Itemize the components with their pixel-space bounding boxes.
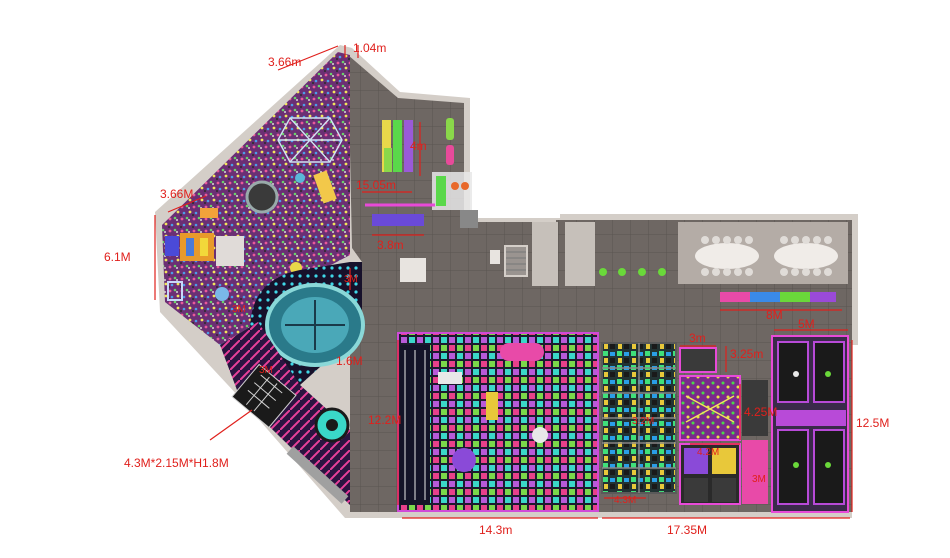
stair-room xyxy=(400,210,595,286)
dim-small-court: 3M xyxy=(259,365,273,376)
dim-bottom-right-width: 17.35M xyxy=(667,523,707,537)
color-block-area xyxy=(365,118,472,226)
party-room xyxy=(599,222,848,302)
dim-foam-pit-height: 3.2M xyxy=(632,416,654,427)
game-courts xyxy=(679,347,768,505)
dim-arena-label: 3M xyxy=(232,304,246,315)
arena-oval xyxy=(250,262,365,385)
dim-side-label: 3M xyxy=(344,274,358,285)
dim-softplay-height: 12.2M xyxy=(368,413,401,427)
dim-small-play-height: 3.25m xyxy=(730,347,763,361)
dimension-labels: 1.04m 3.66m 3.66M 6.1M 4m 15.05m 3.8m 3M… xyxy=(104,41,889,537)
net-web-icon xyxy=(277,117,343,163)
dim-ninja-spec: 4.3M*2.15M*H1.8M xyxy=(124,456,229,470)
foam-pit xyxy=(601,342,677,494)
dim-ramp-base: 3.8m xyxy=(377,238,404,252)
dim-court-width: 4.2M xyxy=(697,447,719,458)
dim-lower-court: 3M xyxy=(752,474,766,485)
dim-left-height: 6.1M xyxy=(104,250,131,264)
dim-bottom-left-width: 14.3m xyxy=(479,523,512,537)
dim-pit-width: 4.3M xyxy=(614,495,636,506)
trampoline-park xyxy=(771,335,849,513)
dimension-lines xyxy=(154,45,853,519)
dim-table-width: 8M xyxy=(766,308,783,322)
dim-left-edge-top: 3.66m xyxy=(268,55,301,69)
dim-small-play-width: 3m xyxy=(689,331,706,345)
dim-ramp-height: 4m xyxy=(410,139,427,153)
dim-trampoline-height: 12.5M xyxy=(856,416,889,430)
dim-center-height: 1.6M xyxy=(336,354,363,368)
ninja-course xyxy=(220,322,350,505)
soft-play-area xyxy=(397,332,599,512)
dim-top-width: 1.04m xyxy=(353,41,386,55)
dim-left-edge-mid: 3.66M xyxy=(160,187,193,201)
dim-trampoline-width: 5M xyxy=(798,317,815,331)
trampoline-icon xyxy=(245,180,279,214)
dim-ramp-length: 15.05m xyxy=(356,178,396,192)
dim-court-height: 4.25M xyxy=(744,405,777,419)
